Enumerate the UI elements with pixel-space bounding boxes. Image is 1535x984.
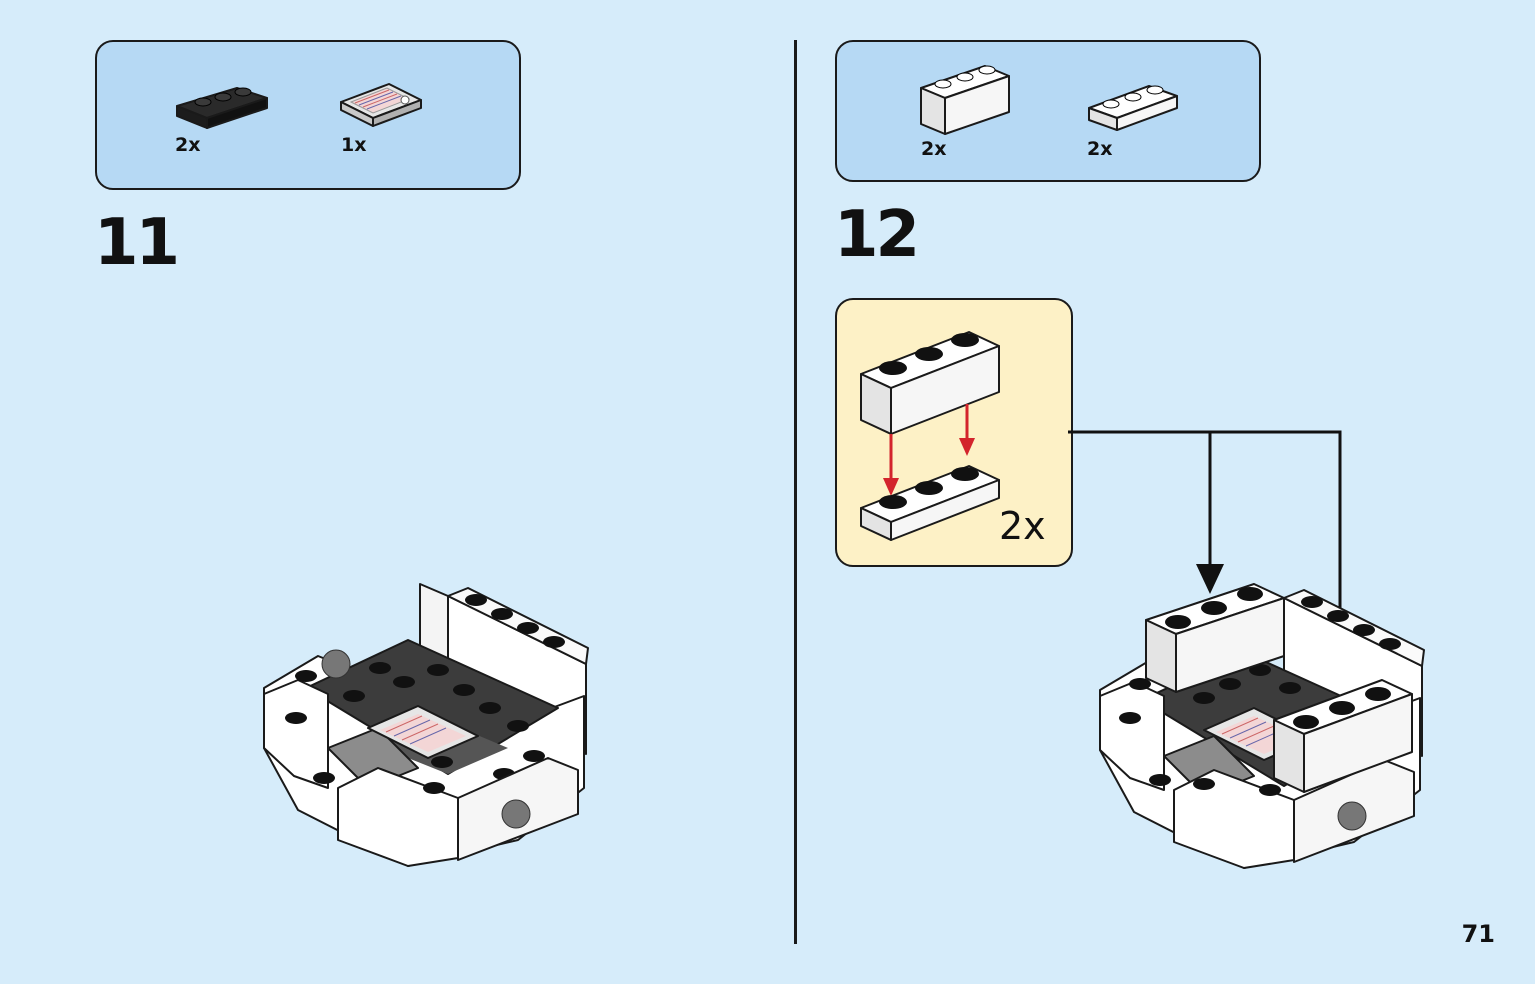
white-brick-1x3-icon [920, 65, 1010, 135]
callout-multiplier: 2x [999, 504, 1046, 548]
step12-parts-box: 2x 2x [835, 40, 1261, 182]
step12-part2-qty: 2x [1087, 138, 1113, 160]
black-plate-1x3-icon [176, 87, 268, 129]
step11-part2-qty: 1x [341, 134, 367, 156]
step12-part1-qty: 2x [921, 138, 947, 160]
step12-callout: 2x [835, 298, 1073, 567]
printed-tile-icon [340, 83, 422, 127]
callout-assembly [860, 331, 1000, 541]
page-divider [794, 40, 797, 944]
white-plate-1x3-icon [1088, 85, 1178, 131]
step12-model [1099, 583, 1425, 869]
step11-number: 11 [94, 206, 180, 280]
page-number: 71 [1461, 920, 1495, 948]
step11-part1-qty: 2x [175, 134, 201, 156]
step11-parts-box: 2x 1x [95, 40, 521, 190]
step12-number: 12 [834, 198, 920, 272]
step11-model [263, 583, 589, 867]
